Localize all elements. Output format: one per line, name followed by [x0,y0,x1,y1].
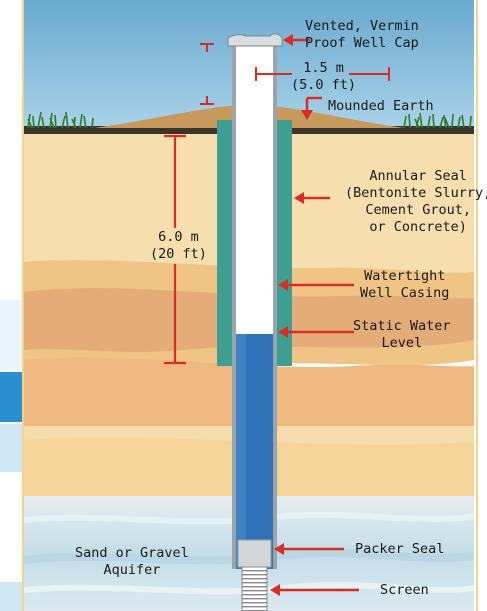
grass-left [27,111,94,129]
grass-right [403,112,472,129]
packer-seal-label: Packer Seal [355,541,445,557]
casing-label: Watertight Well Casing [360,268,450,301]
height-label: 1.5 m (5.0 ft) [291,60,357,93]
well-diagram [24,0,474,611]
aquifer-label: Sand or Gravel Aquifer [75,545,189,578]
well-cap [227,33,283,47]
page-edge-pale [0,424,22,472]
cap-height-marker [200,43,214,105]
page-edge-white-2 [0,472,22,582]
depth-marker [164,134,186,365]
screen-label: Screen [380,582,429,598]
well-cap-label: Vented, Vermin Proof Well Cap [305,18,419,51]
pointer-arrows [270,34,359,596]
depth-label: 6.0 m (20 ft) [150,229,207,262]
screen [241,566,268,611]
figure-frame [22,0,478,611]
height-arrow-line [255,67,390,81]
page-edge-tab [0,372,22,422]
casing-inner [236,44,273,334]
water-level-label: Static Water Level [353,318,451,351]
annular-seal-label: Annular Seal (Bentonite Slurry, Cement G… [345,168,487,235]
water-shade [236,334,246,569]
mounded-earth-label: Mounded Earth [328,98,434,114]
page-edge-light [0,300,22,370]
packer-seal [237,539,272,568]
page-edge-white [0,0,22,300]
page-edge-pale-2 [0,582,22,611]
